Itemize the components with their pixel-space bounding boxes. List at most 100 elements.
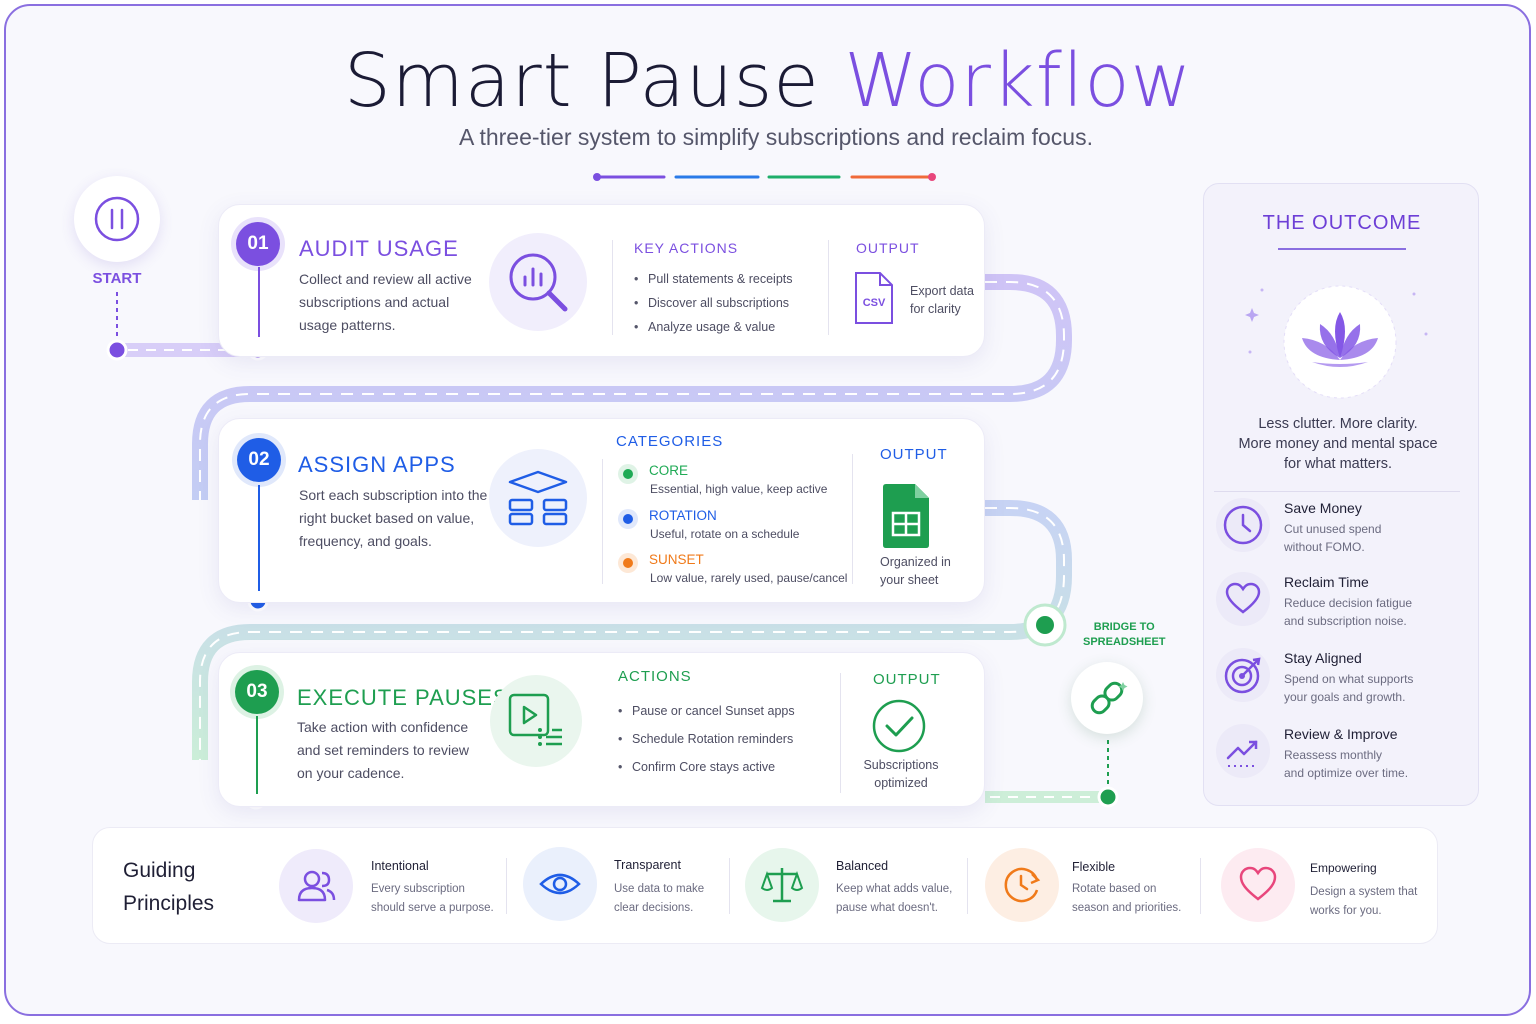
step-title: EXECUTE PAUSES xyxy=(297,685,509,710)
step-title: ASSIGN APPS xyxy=(298,452,456,477)
principle-title: Flexible xyxy=(1072,860,1116,874)
divider xyxy=(840,673,841,793)
orange-dot-icon xyxy=(618,553,638,573)
bridge-button[interactable] xyxy=(1071,662,1143,734)
output-heading: OUTPUT xyxy=(873,671,941,688)
step-connector xyxy=(258,267,260,337)
step-number-badge: 03 xyxy=(235,670,279,714)
step-connector xyxy=(258,485,260,591)
start-label: START xyxy=(92,270,142,287)
divider xyxy=(602,459,603,584)
outcome-title: THE OUTCOME xyxy=(1262,212,1422,234)
start-button[interactable] xyxy=(74,176,160,262)
page-subtitle: A three-tier system to simplify subscrip… xyxy=(458,124,1093,150)
step-card-audit: 01 AUDIT USAGE Collect and review all ac… xyxy=(218,204,985,357)
divider xyxy=(729,858,730,914)
check-circle-icon xyxy=(872,699,926,753)
list-item: Discover all subscriptions xyxy=(634,291,793,315)
step-card-assign: 02 ASSIGN APPS Sort each subscription in… xyxy=(218,418,985,603)
divider xyxy=(1214,491,1460,492)
csv-label: CSV xyxy=(862,297,886,309)
category-name: CORE xyxy=(649,463,689,478)
lotus-icon xyxy=(1245,285,1428,399)
list-item: Analyze usage & value xyxy=(634,315,793,339)
principle-title: Intentional xyxy=(371,859,429,873)
list-item: Confirm Core stays active xyxy=(618,753,795,781)
clock-icon xyxy=(1216,498,1270,552)
outcome-underline xyxy=(1278,248,1406,250)
play-list-icon xyxy=(490,675,582,767)
divider xyxy=(967,858,968,914)
eye-icon xyxy=(523,847,597,921)
outcome-text: Less clutter. More clarity.More money an… xyxy=(1238,416,1438,472)
category-name: ROTATION xyxy=(649,508,717,523)
heart-icon xyxy=(1216,572,1270,626)
step-card-execute: 03 EXECUTE PAUSES Take action with confi… xyxy=(218,652,985,807)
step-number-badge: 01 xyxy=(236,222,280,266)
rainbow-divider xyxy=(593,173,936,181)
divider xyxy=(612,240,613,335)
pause-icon xyxy=(94,196,140,242)
blue-dot-icon xyxy=(618,509,638,529)
green-dot-icon xyxy=(618,464,638,484)
divider xyxy=(852,454,853,584)
section-heading: CATEGORIES xyxy=(616,433,724,450)
principle-title: Empowering xyxy=(1310,861,1377,875)
section-heading: KEY ACTIONS xyxy=(634,240,739,256)
benefit-title: Review & Improve xyxy=(1284,726,1398,742)
section-heading: ACTIONS xyxy=(618,668,692,685)
scale-icon xyxy=(745,848,819,922)
category-name: SUNSET xyxy=(649,552,704,567)
step-number-badge: 02 xyxy=(237,438,281,482)
csv-file-icon: CSV xyxy=(854,271,894,325)
output-heading: OUTPUT xyxy=(856,240,920,256)
category-desc: Essential, high value, keep active xyxy=(650,482,828,496)
principle-title: Balanced xyxy=(836,859,889,873)
page-title: Smart Pause Workflow xyxy=(343,38,1193,124)
benefit-title: Reclaim Time xyxy=(1284,574,1369,590)
refresh-clock-icon xyxy=(985,848,1059,922)
magnifier-chart-icon xyxy=(489,233,587,331)
category-rotation: ROTATION Useful, rotate on a schedule xyxy=(617,508,799,541)
category-desc: Useful, rotate on a schedule xyxy=(650,527,800,541)
link-icon xyxy=(1090,681,1128,715)
actions-list: Pause or cancel Sunset apps Schedule Rot… xyxy=(618,697,795,781)
heart-icon xyxy=(1221,848,1295,922)
benefit-title: Save Money xyxy=(1284,500,1362,516)
divider xyxy=(828,240,829,335)
output-heading: OUTPUT xyxy=(880,446,948,463)
buckets-icon xyxy=(489,449,587,547)
category-core: CORE Essential, high value, keep active xyxy=(617,463,827,496)
target-icon xyxy=(1216,648,1270,702)
list-item: Pull statements & receipts xyxy=(634,267,793,291)
principle-title: Transparent xyxy=(614,858,681,872)
list-item: Pause or cancel Sunset apps xyxy=(618,697,795,725)
divider xyxy=(1200,858,1201,914)
benefit-title: Stay Aligned xyxy=(1284,650,1362,666)
people-icon xyxy=(279,849,353,923)
principle-desc: Keep what adds value,pause what doesn't. xyxy=(836,883,953,914)
spreadsheet-icon xyxy=(883,484,929,548)
category-sunset: SUNSET Low value, rarely used, pause/can… xyxy=(617,552,847,585)
category-desc: Low value, rarely used, pause/cancel xyxy=(650,571,848,585)
outcome-panel: THE OUTCOME Less clutter. More clarity.M… xyxy=(1203,183,1479,806)
trend-up-icon xyxy=(1216,724,1270,778)
